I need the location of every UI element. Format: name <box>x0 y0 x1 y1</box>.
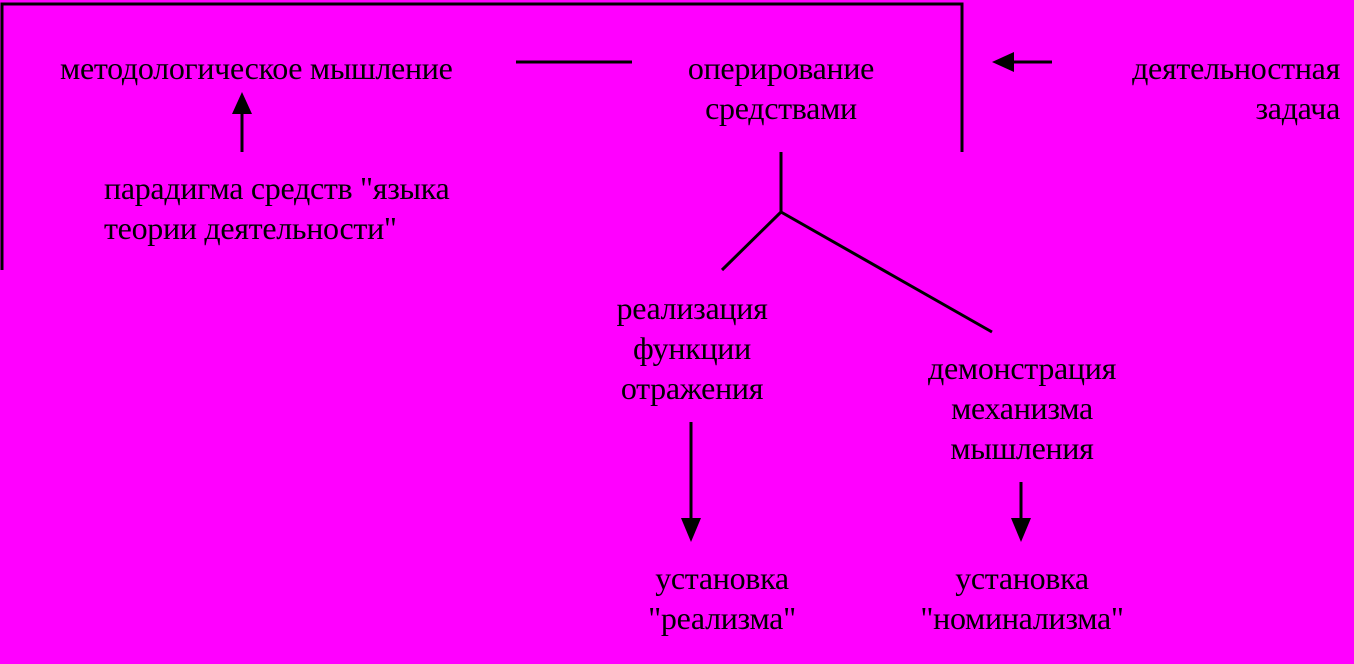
node-reflection-line3: отражения <box>620 370 764 406</box>
frame-bracket <box>0 2 964 270</box>
node-paradigm-line2: теории деятельности" <box>104 210 397 246</box>
arrow-to-nominalism-head <box>1011 518 1031 542</box>
node-realism-line2: "реализма" <box>648 600 796 636</box>
node-nominalism-line1: установка <box>955 560 1089 596</box>
node-operating-means: оперирование средствами <box>640 48 922 128</box>
node-nominalism-setting: установка "номинализма" <box>892 558 1152 638</box>
node-realism-setting: установка "реализма" <box>602 558 842 638</box>
arrow-activity-task-head <box>992 52 1014 72</box>
node-paradigm: парадигма средств "языка теории деятельн… <box>104 168 450 248</box>
node-demonstration-line2: механизма <box>951 390 1093 426</box>
node-reflection-line2: функции <box>633 330 751 366</box>
node-demonstration-line3: мышления <box>950 430 1094 466</box>
node-activity-task-line1: деятельностная <box>1132 50 1340 86</box>
node-realism-line1: установка <box>655 560 789 596</box>
node-demonstration-line1: демонстрация <box>927 350 1116 386</box>
node-methodological-thinking: методологическое мышление <box>60 48 453 88</box>
fork-left-branch <box>720 210 783 272</box>
node-demonstration-mechanism: демонстрация механизма мышления <box>892 348 1152 468</box>
node-paradigm-line1: парадигма средств "языка <box>104 170 450 206</box>
node-nominalism-line2: "номинализма" <box>920 600 1124 636</box>
node-methodological-thinking-text: методологическое мышление <box>60 50 453 86</box>
arrow-paradigm-up-head <box>232 92 252 114</box>
fork-right-branch <box>780 210 993 334</box>
node-activity-task-line2: задача <box>1255 90 1340 126</box>
arrow-to-realism-head <box>681 518 701 542</box>
node-operating-means-line1: оперирование <box>687 50 875 86</box>
node-operating-means-line2: средствами <box>705 90 857 126</box>
node-reflection-line1: реализация <box>616 290 768 326</box>
node-reflection-function: реализация функции отражения <box>572 288 812 408</box>
node-activity-task: деятельностная задача <box>1060 48 1340 128</box>
